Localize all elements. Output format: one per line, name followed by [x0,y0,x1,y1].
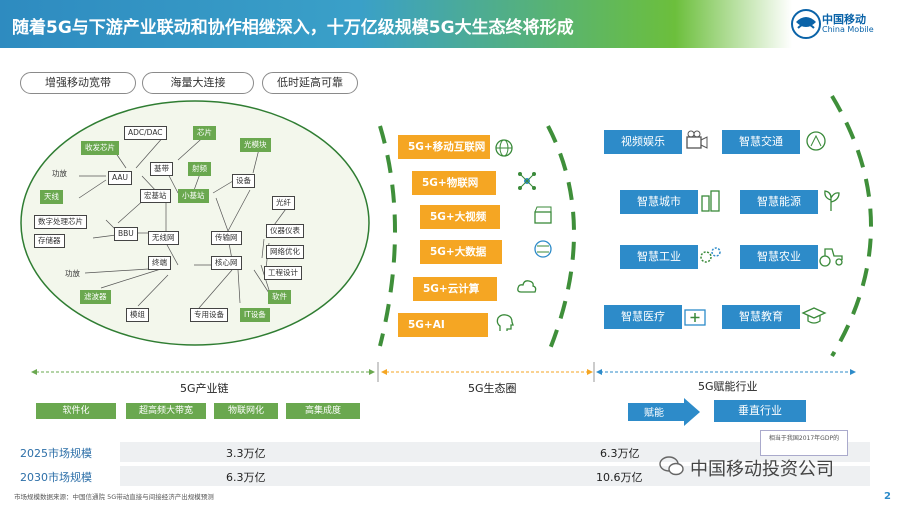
chain-box-rf: 射频 [188,162,211,176]
network-icon [518,172,536,190]
chain-box-pa2: 功放 [65,269,80,278]
eco-label: 5G生态圈 [468,382,517,395]
chain-box-optmod: 光模块 [240,138,271,152]
chain-box-antenna: 天线 [40,190,63,204]
industry-smart-traffic: 智慧交通 [722,130,800,154]
industry-smart-energy: 智慧能源 [740,190,818,214]
market-2025-rest: 6.3万亿 [600,447,640,460]
ecosystem-arcs [378,94,873,358]
chain-box-transport: 传输网 [211,231,242,245]
chain-box-fiber: 光纤 [272,196,295,210]
chain-box-aau: AAU [108,171,132,185]
city-buildings-icon [701,190,720,212]
source-note: 市场规模数据来源：中国信通院 5G带动直接与间接经济产出规模预测 [14,493,214,501]
market-2025-label: 2025市场规模 [20,447,92,460]
market-2025-chain: 3.3万亿 [226,447,266,460]
page-number: 2 [884,491,891,502]
traffic-globe-icon [806,131,826,151]
chain-box-core: 核心网 [211,256,242,270]
chain-box-filter: 滤波器 [80,290,111,304]
chain-box-wireless: 无线网 [148,231,179,245]
industry-smart-city: 智慧城市 [620,190,698,214]
chain-box-storage: 存储器 [34,234,65,248]
header-bar [0,0,900,48]
industry-smart-industry: 智慧工业 [620,245,698,269]
clapperboard-icon [534,206,552,224]
chain-box-module: 模组 [126,308,149,322]
medical-kit-icon [684,309,706,326]
cloud-icon [517,280,537,293]
chain-box-netopt: 网络优化 [266,245,304,259]
data-globe-icon [534,240,552,258]
industry-smart-education: 智慧教育 [722,305,800,329]
chain-box-baseband: 基带 [150,162,173,176]
market-2030-label: 2030市场规模 [20,471,92,484]
chain-box-special: 专用设备 [190,308,228,322]
chain-box-small: 小基站 [178,189,209,203]
page-title: 随着5G与下游产业联动和协作相继深入，十万亿级规模5G大生态终将形成 [12,18,574,38]
industry-smart-medical: 智慧医疗 [604,305,682,329]
gdp-callout: 相当于我国2017年GDP的 [760,430,848,456]
logo-text-en: China Mobile [822,25,874,34]
tag-iot: 物联网化 [214,403,278,419]
chain-box-pa: 功放 [52,169,67,178]
gears-icon [700,247,721,263]
enable-arrow [628,398,700,426]
chain-box-it: IT设备 [240,308,270,322]
vertical-industry-box: 垂直行业 [714,400,806,422]
tag-integration: 高集成度 [286,403,360,419]
eco-bigdata: 5G+大数据 [420,240,502,264]
chain-box-terminal: 终端 [148,256,171,270]
ai-head-icon [496,314,514,331]
market-row-2025 [0,442,870,462]
wechat-icon [659,456,684,476]
watermark-text: 中国移动投资公司 [690,459,834,480]
market-2030-chain: 6.3万亿 [226,471,266,484]
pill-urllc: 低时延高可靠 [262,72,358,94]
tractor-icon [819,248,843,267]
market-2030-rest: 10.6万亿 [596,471,643,484]
chain-box-bbu: BBU [114,227,138,241]
education-cap-icon [801,307,827,324]
chain-label: 5G产业链 [180,382,229,395]
eco-ai: 5G+AI [398,313,488,337]
chain-box-chip: 芯片 [193,126,216,140]
industry-smart-agriculture: 智慧农业 [740,245,818,269]
tag-software: 软件化 [36,403,116,419]
chain-box-macro: 宏基站 [140,189,171,203]
eco-iot: 5G+物联网 [412,171,496,195]
camera-icon [686,130,708,149]
tag-bandwidth: 超高频大带宽 [126,403,206,419]
eco-mobile-internet: 5G+移动互联网 [398,135,490,159]
chain-box-eng: 工程设计 [264,266,302,280]
eco-video: 5G+大视频 [420,205,500,229]
chain-box-instrument: 仪器仪表 [266,224,304,238]
logo-text-cn: 中国移动 [822,13,866,26]
chain-box-transceiver: 收发芯片 [81,141,119,155]
chain-box-device: 设备 [232,174,255,188]
energy-plant-icon [824,190,840,211]
eco-cloud: 5G+云计算 [413,277,497,301]
pill-mmtc: 海量大连接 [142,72,254,94]
chain-box-dsp: 数字处理芯片 [34,215,87,229]
pill-embb: 增强移动宽带 [20,72,136,94]
industry-video-entertainment: 视频娱乐 [604,130,682,154]
globe-icon [495,139,513,157]
chain-box-software: 软件 [268,290,291,304]
china-mobile-logo-icon [791,9,821,39]
industry-label: 5G赋能行业 [698,380,758,393]
enable-label: 赋能 [644,408,664,419]
chain-box-adc: ADC/DAC [124,126,167,140]
section-divider [31,362,856,382]
